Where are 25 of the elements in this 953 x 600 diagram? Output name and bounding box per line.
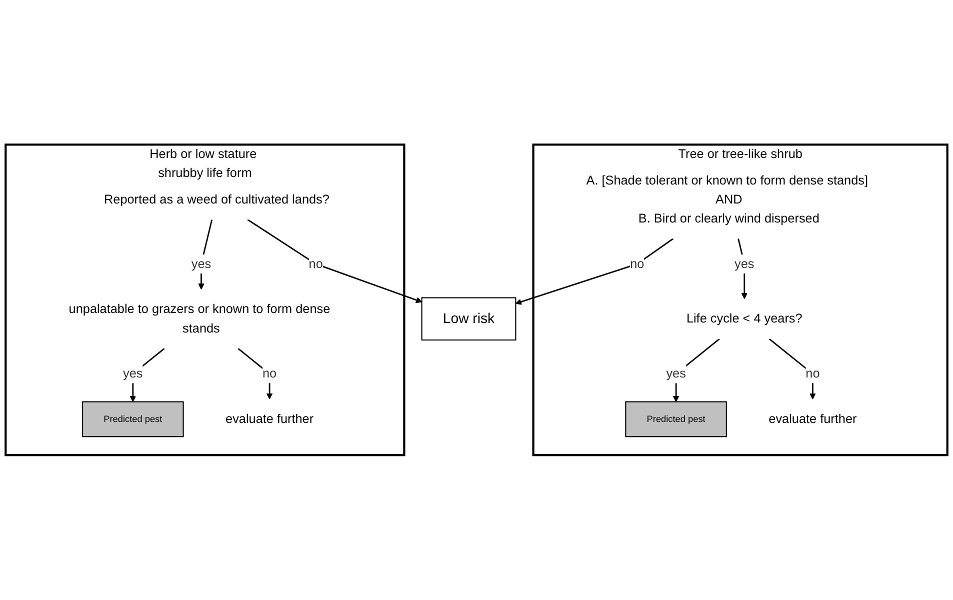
- arrow: [238, 348, 273, 400]
- arrow: [768, 338, 816, 400]
- edge-label: yes: [123, 366, 143, 381]
- arrow: [247, 219, 422, 304]
- edge-label: no: [262, 366, 277, 381]
- arrow: [738, 238, 748, 300]
- node-text: Life cycle < 4 years?: [686, 312, 802, 326]
- arrow: [130, 348, 165, 402]
- edge-label: yes: [666, 366, 686, 381]
- edge-label: no: [308, 256, 323, 271]
- arrow: [672, 338, 720, 402]
- node-text: A. [Shade tolerant or known to form dense stands] AND B. Bird or clearly wind dispersed: [586, 173, 868, 226]
- edge-label: no: [630, 256, 644, 271]
- node-box: Predicted pest: [625, 401, 727, 438]
- node-text: evaluate further: [226, 412, 314, 426]
- node-box: Predicted pest: [82, 401, 184, 438]
- edge-label: yes: [734, 256, 754, 271]
- node-text: Reported as a weed of cultivated lands?: [104, 192, 330, 206]
- edge-label: no: [806, 366, 820, 381]
- node-text: unpalatable to grazers or known to form dense stands: [68, 302, 330, 336]
- arrow: [198, 220, 213, 290]
- arrow: [515, 238, 674, 305]
- node-text: evaluate further: [768, 412, 857, 426]
- node-box: Low risk: [421, 297, 516, 341]
- edge-label: yes: [191, 256, 212, 271]
